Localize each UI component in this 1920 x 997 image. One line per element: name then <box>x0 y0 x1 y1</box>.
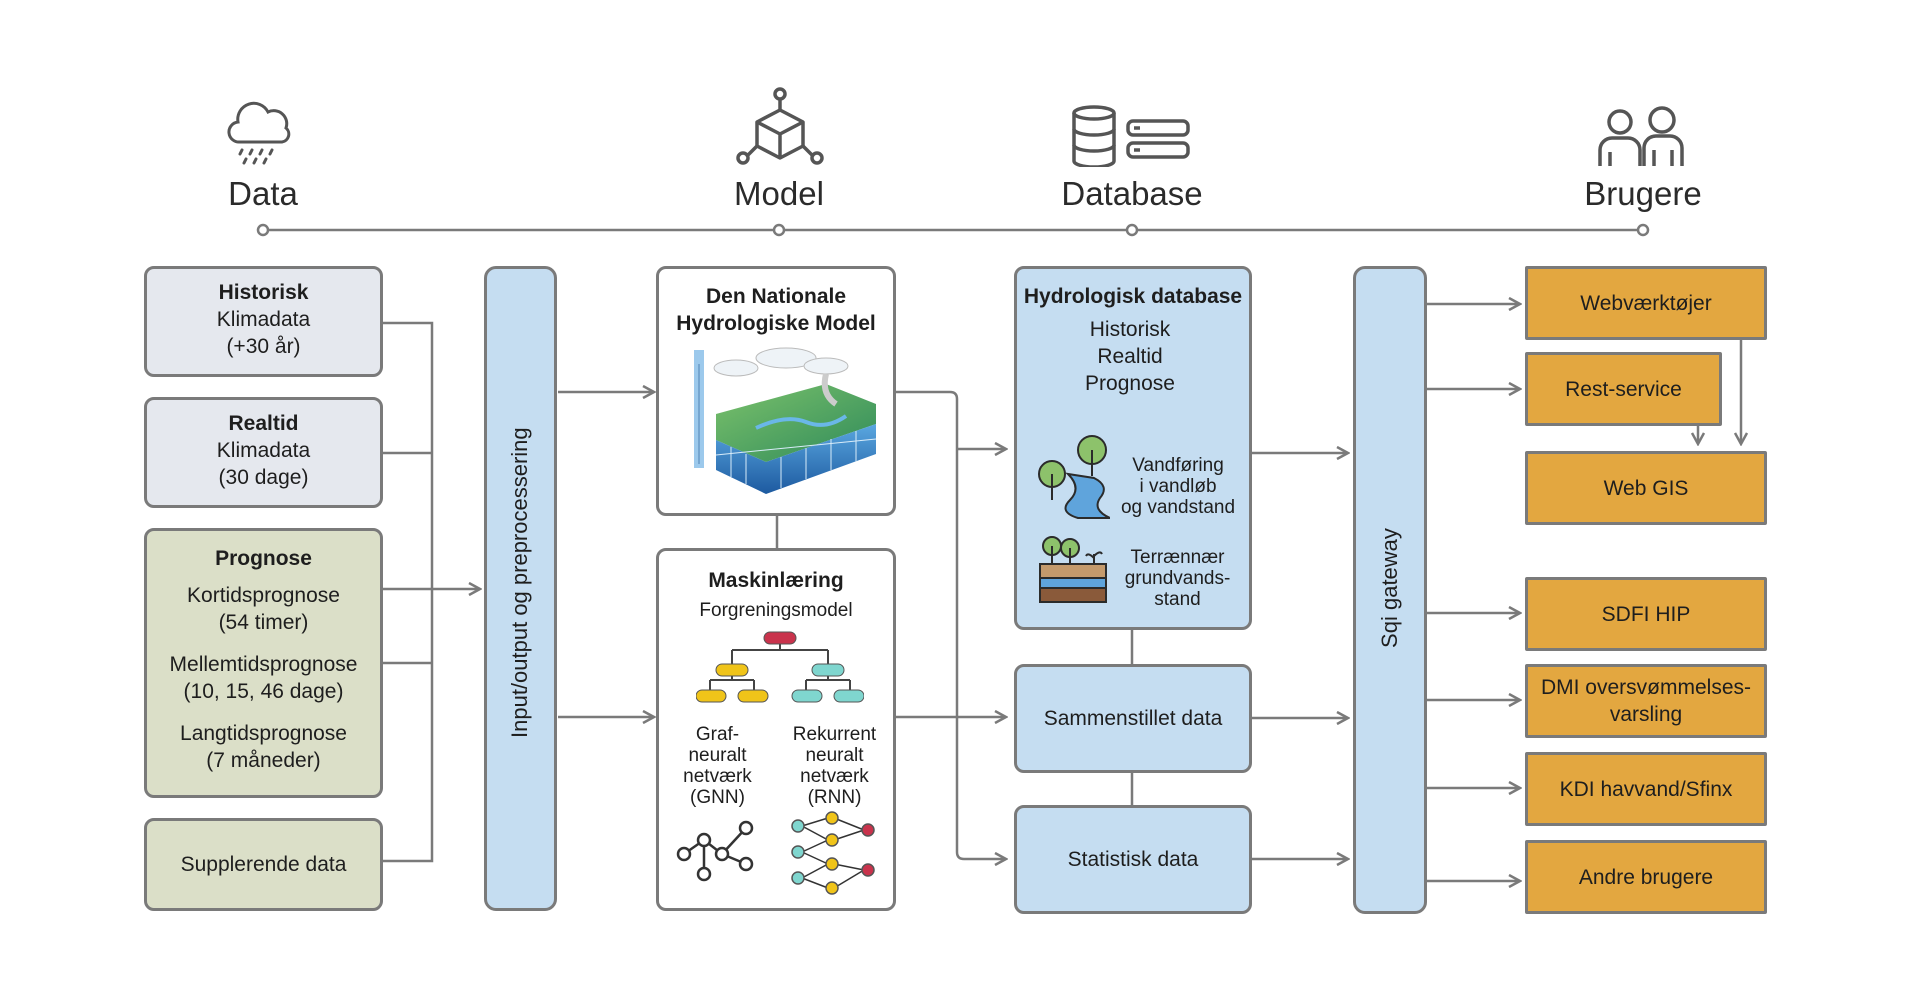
database-item-historisk: Historisk <box>1089 318 1171 341</box>
vandforing-line-3: og vandstand <box>1120 497 1236 518</box>
rnn-label: Rekurrent neuralt netværk (RNN) <box>782 724 887 808</box>
rnn-line-2: neuralt <box>805 745 864 766</box>
stage-title-brugere: Brugere <box>1584 175 1702 212</box>
prognose-lang-sub: (7 måneder) <box>206 749 321 772</box>
hydrologisk-database-box: Hydrologisk database Historisk Realtid P… <box>1014 266 1252 630</box>
gnn-line-3: netværk <box>683 766 752 787</box>
vandforing-line-2: i vandløb <box>1139 476 1217 497</box>
gnn-line-1: Graf- <box>695 724 740 745</box>
kdi-box: KDI havvand/Sfinx <box>1525 752 1767 826</box>
cube-network-icon <box>736 87 824 165</box>
supplerende-label: Supplerende data <box>180 853 347 876</box>
preprocessing-label: Input/output og preprocessering <box>507 427 532 738</box>
database-item-prognose: Prognose <box>1085 372 1175 395</box>
stage-title-data: Data <box>228 175 298 212</box>
users-icon <box>1598 106 1684 166</box>
ml-title: Maskinlæring <box>708 569 844 592</box>
database-server-icon <box>1072 105 1190 167</box>
rnn-line-4: (RNN) <box>807 787 862 808</box>
prognose-box: Prognose Kortidsprognose (54 timer) Mell… <box>144 528 383 798</box>
decision-tree-icon <box>696 631 864 703</box>
webvaerktoejer-label: Webværktøjer <box>1580 291 1712 315</box>
stage-title-model: Model <box>734 175 824 212</box>
sammenstillet-data-box: Sammenstillet data <box>1014 664 1252 773</box>
dmi-label-2: varsling <box>1609 703 1683 726</box>
gnn-label: Graf- neuralt netværk (GNN) <box>670 724 765 808</box>
gnn-line-4: (GNN) <box>690 787 745 808</box>
realtid-line2: (30 dage) <box>218 466 309 489</box>
rest-service-box: Rest-service <box>1525 352 1722 426</box>
webvaerktoejer-box: Webværktøjer <box>1525 266 1767 340</box>
historisk-title: Historisk <box>218 281 309 304</box>
dmi-label-1: DMI oversvømmelses- <box>1540 676 1751 699</box>
database-item-realtid: Realtid <box>1097 345 1163 368</box>
dnhm-title-2: Hydrologiske Model <box>676 312 876 335</box>
sammenstillet-label: Sammenstillet data <box>1043 707 1223 730</box>
dnhm-title-1: Den Nationale <box>705 285 847 308</box>
groundwater-soil-icon <box>1039 536 1107 603</box>
graph-network-icon <box>676 820 754 882</box>
prognose-mellem: Mellemtidsprognose <box>169 653 358 676</box>
web-gis-label: Web GIS <box>1603 476 1689 500</box>
realtid-line1: Klimadata <box>216 439 311 462</box>
prognose-title: Prognose <box>215 547 312 570</box>
prognose-lang: Langtidsprognose <box>180 722 347 745</box>
terraennaer-label: Terrænnær grundvands- stand <box>1110 547 1245 610</box>
gateway-bar <box>1353 266 1427 914</box>
prognose-kort: Kortidsprognose <box>187 584 340 607</box>
realtid-title: Realtid <box>228 412 299 435</box>
kdi-label: KDI havvand/Sfinx <box>1559 777 1733 801</box>
gateway-label: Sqi gateway <box>1377 528 1402 648</box>
rnn-line-3: netværk <box>800 766 869 787</box>
supplerende-box: Supplerende data <box>144 818 383 911</box>
terraennaer-line-1: Terrænnær <box>1130 547 1225 568</box>
andre-brugere-label: Andre brugere <box>1578 865 1714 889</box>
ml-subtitle: Forgreningsmodel <box>699 600 853 621</box>
terraennaer-line-2: grundvands- <box>1124 568 1231 589</box>
sdfi-hip-label: SDFI HIP <box>1601 602 1691 626</box>
dmi-box: DMI oversvømmelses- varsling <box>1525 664 1767 738</box>
preprocessing-bar <box>484 266 557 911</box>
statistisk-label: Statistisk data <box>1067 848 1199 871</box>
web-gis-box: Web GIS <box>1525 451 1767 525</box>
gnn-line-2: neuralt <box>688 745 747 766</box>
ml-box: Maskinlæring Forgreningsmodel <box>656 548 896 911</box>
vandforing-line-1: Vandføring <box>1132 455 1224 476</box>
rnn-line-1: Rekurrent <box>792 724 877 745</box>
realtid-box: Realtid Klimadata (30 dage) <box>144 397 383 508</box>
historisk-box: Historisk Klimadata (+30 år) <box>144 266 383 377</box>
database-title: Hydrologisk database <box>1023 285 1243 308</box>
stage-title-database: Database <box>1061 175 1203 212</box>
statistisk-data-box: Statistisk data <box>1014 805 1252 914</box>
sdfi-hip-box: SDFI HIP <box>1525 577 1767 651</box>
terraennaer-line-3: stand <box>1154 589 1201 610</box>
river-trees-icon <box>1038 435 1110 519</box>
vandforing-label: Vandføring i vandløb og vandstand <box>1108 455 1248 518</box>
prognose-kort-sub: (54 timer) <box>218 611 309 634</box>
prognose-mellem-sub: (10, 15, 46 dage) <box>183 680 344 703</box>
hydrology-model-illustration <box>694 347 877 494</box>
rest-service-label: Rest-service <box>1565 377 1682 401</box>
rain-cloud-icon <box>227 101 291 165</box>
historisk-line2: (+30 år) <box>226 335 301 358</box>
andre-brugere-box: Andre brugere <box>1525 840 1767 914</box>
recurrent-network-icon <box>791 811 875 895</box>
historisk-line1: Klimadata <box>216 308 311 331</box>
